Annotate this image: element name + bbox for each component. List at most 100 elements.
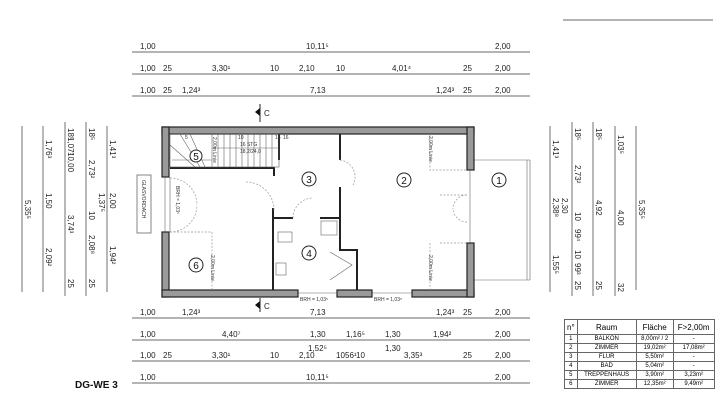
dim-label: 1,37⁵ [97,193,106,212]
dim-label: 10 [270,64,279,73]
dim-label: 10,11⁵ [306,42,329,51]
balcony [474,159,531,281]
line-label: 2,00m Linie [427,136,433,162]
svg-text:C: C [264,302,270,311]
column-header: Raum [576,319,637,335]
staircase: 5 10 16 STG 18,2/24,0 15 16 2,00m Linie [169,133,289,168]
line-label: 2,00m Linie [209,255,215,281]
dim-label: 2,00 [495,64,511,73]
column-header: Fläche [635,319,674,335]
dim-label: 1,30 [385,344,401,353]
dim-label: 18⁵ [87,128,96,140]
stair-label: 15 [275,135,281,141]
stair-label: 18,2/24,0 [240,149,261,155]
svg-text:3: 3 [306,175,312,186]
dim-label: 1,00 [140,308,156,317]
dim-label: 2,10 [299,64,315,73]
dim-label: 10 [356,351,365,360]
dim-label: 1,30 [310,330,326,339]
dim-label: 1,00 [140,64,156,73]
dim-label: 1,24³ [436,308,455,317]
stair-label: 10 [238,135,244,141]
dim-label: 25 [463,351,472,360]
dim-label: 2,00 [495,373,511,382]
outer-walls [161,126,475,298]
dim-label: 1,24³ [436,86,455,95]
dim-label: 2,73² [573,165,582,184]
dim-label: 4,00 [616,210,625,226]
plan-title: DG-WE 3 [75,380,118,391]
dim-label: 1,00 [140,351,156,360]
glass-canopy [136,174,152,234]
dim-label: 18⁵ [594,128,603,140]
window-sill-height-label: BRH = 1,03⁵ [300,297,328,303]
line-label: 2,00m Linie [427,255,433,281]
dim-label: 25 [463,308,472,317]
dim-label: 25 [573,281,582,290]
dimensions-bottom: 1,00 1,24³ 7,13 1,24³ 25 2,00 1,00 4,40⁷… [132,308,530,384]
dimensions-left: 5,35⁵ 1,76³ 1,50 2,09² 18⁵ 1,07⁷ 10,00 3… [21,122,117,296]
dim-label: 25 [163,351,172,360]
dim-label: 2,00 [495,42,511,51]
dim-label: 25 [66,279,75,288]
room-number-1: 1 [491,172,507,188]
dim-label: 99³ [573,263,582,275]
dim-label: 2,00 [495,351,511,360]
stair-label: 16 STG [240,142,257,148]
dim-label: 1,94² [433,330,452,339]
dim-label: 10,00 [66,152,75,173]
dim-label: 25 [463,86,472,95]
dim-label: 1,03⁵ [616,135,625,154]
dim-label: 1,76³ [44,140,53,159]
dim-label: 4,01⁴ [392,64,412,73]
dim-label: 1,24³ [182,308,201,317]
dim-label: 2,00 [495,86,511,95]
dim-label: 3,30¹ [212,351,231,360]
svg-text:4: 4 [306,249,312,260]
dim-label: 5,35⁵ [23,200,32,219]
room-number-2: 2 [396,172,412,188]
dim-label: 3,35³ [404,351,423,360]
dim-label: 3,74³ [66,215,75,234]
window-sill-height-label: BRH = 1,03⁵ [174,186,180,214]
dim-label: 10 [573,212,582,221]
stair-label: 5 [185,135,188,141]
dim-label: 1,16⁵ [346,330,365,339]
dim-label: 7,13 [310,308,326,317]
glass-canopy-label: GLASVORDACH [140,180,146,219]
section-marker-bottom: C [255,298,270,312]
dim-label: 25 [594,281,603,290]
dim-label: 18⁵ [66,128,75,140]
dimensions-right: 1,41³ 2,38⁸ 2,30 1,55⁵ 18⁵ 2,73² 10 99⁴ … [549,122,646,296]
window-sill-height-label: BRH = 1,03⁵ [374,297,402,303]
dim-label: 25 [163,86,172,95]
dim-label: 10 [87,211,96,220]
dim-label: 1,41³ [108,140,117,159]
section-marker-top: C [255,104,270,122]
dim-label: 32 [616,283,625,292]
dim-label: 1,30 [385,330,401,339]
line-label: 2,00m Linie [211,137,217,163]
dim-label: 5,35⁵ [637,200,646,219]
room-number-3: 3 [301,171,317,187]
dim-label: 2,00 [495,330,511,339]
dim-label: 2,00 [108,193,117,209]
svg-text:6: 6 [193,261,199,272]
dim-label: 1,00 [140,86,156,95]
door-swings [169,134,468,290]
dim-label: 2,09² [44,248,53,267]
dim-label: 10 [573,250,582,259]
dim-label: 2,38⁸ [551,198,560,217]
dim-label: 4,40⁷ [222,330,241,339]
room-number-4: 4 [301,245,317,261]
stair-label: 16 [283,135,289,141]
dim-label: 1,00 [140,42,156,51]
dim-label: 25 [163,64,172,73]
